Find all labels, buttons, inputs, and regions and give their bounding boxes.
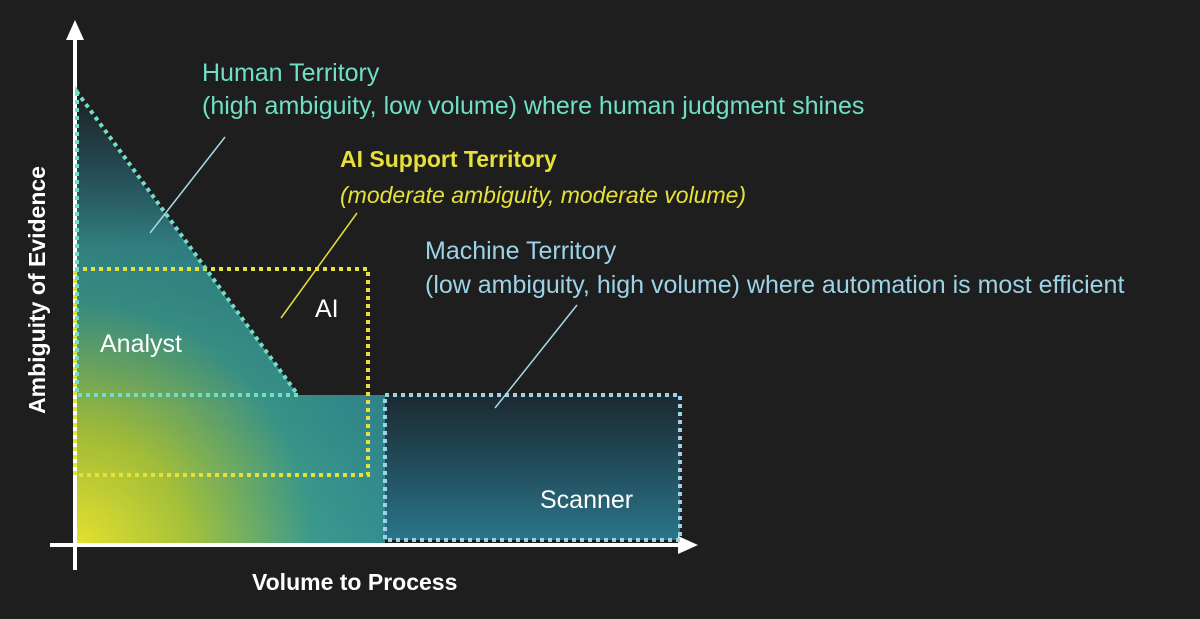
human-territory-title: Human Territory — [202, 59, 380, 87]
x-axis-title: Volume to Process — [252, 569, 458, 595]
machine-leader-line — [494, 304, 578, 409]
ai-territory-title: AI Support Territory — [340, 146, 557, 172]
ai-leader-line — [280, 212, 358, 319]
analyst-zone-label: Analyst — [100, 330, 182, 358]
human-territory-description: (high ambiguity, low volume) where human… — [202, 92, 865, 120]
ai-support-zone-border — [73, 267, 370, 477]
y-axis-title: Ambiguity of Evidence — [24, 166, 51, 414]
x-axis-arrow-icon — [678, 536, 698, 554]
machine-territory-title: Machine Territory — [425, 237, 617, 265]
ai-territory-description: (moderate ambiguity, moderate volume) — [340, 182, 747, 208]
scanner-zone-label: Scanner — [540, 486, 634, 514]
machine-zone-border — [383, 393, 682, 542]
y-axis-arrow-icon — [66, 20, 84, 40]
machine-territory-description: (low ambiguity, high volume) where autom… — [425, 271, 1125, 299]
ambiguity-gradient-fill — [75, 92, 385, 545]
human-leader-line — [149, 136, 226, 234]
ai-zone-label: AI — [315, 295, 339, 323]
scanner-zone-fill — [385, 395, 680, 540]
